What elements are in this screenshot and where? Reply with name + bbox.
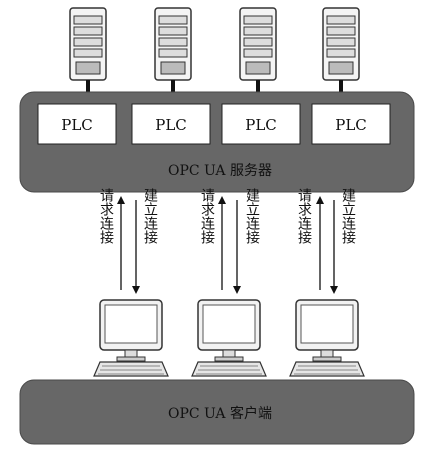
plc-box xyxy=(311,103,391,145)
client-computer-icon xyxy=(191,299,267,377)
establish-connection-label: 建立连接 xyxy=(340,188,356,245)
server-tower-icon xyxy=(154,7,192,94)
request-connection-label: 请求连接 xyxy=(199,188,215,245)
plc-box xyxy=(221,103,301,145)
establish-connection-label: 建立连接 xyxy=(142,188,158,245)
client-label: OPC UA 客户端 xyxy=(168,405,272,422)
server-tower-icon xyxy=(322,7,360,94)
server-label: OPC UA 服务器 xyxy=(168,163,272,179)
plc-label: PLC xyxy=(61,116,93,134)
client-computer-icon xyxy=(93,299,169,377)
plc-label: PLC xyxy=(155,116,187,134)
establish-connection-label: 建立连接 xyxy=(244,188,260,245)
request-connection-label: 请求连接 xyxy=(98,188,114,245)
request-connection-label: 请求连接 xyxy=(296,188,312,245)
server-tower-icon xyxy=(239,7,277,94)
plc-box xyxy=(37,103,117,145)
opc-ua-client-panel xyxy=(19,379,415,445)
plc-label: PLC xyxy=(245,116,277,134)
plc-box xyxy=(131,103,211,145)
client-computer-icon xyxy=(289,299,365,377)
plc-label: PLC xyxy=(335,116,367,134)
server-tower-icon xyxy=(69,7,107,94)
